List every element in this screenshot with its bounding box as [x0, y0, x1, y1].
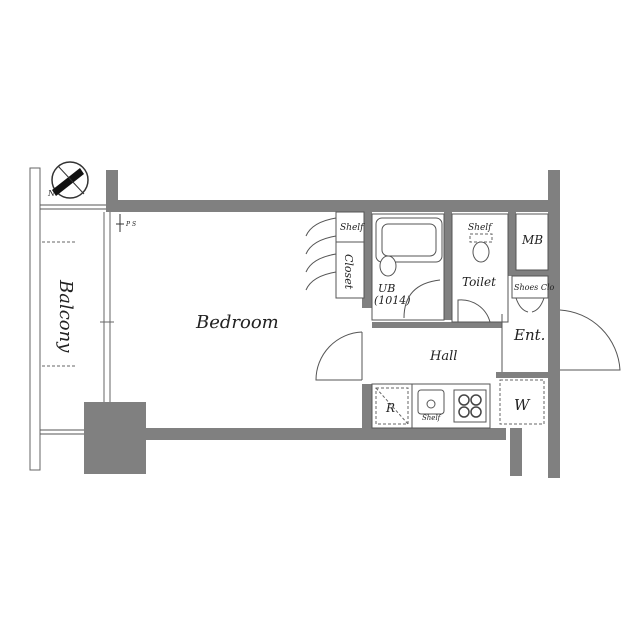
- shoes-closet-label: Shoes Clo: [514, 283, 555, 292]
- meter-box: MB: [515, 213, 549, 271]
- refrigerator-space: [375, 387, 409, 425]
- stove-icon: [453, 389, 487, 423]
- kitchen: R Shelf: [371, 383, 491, 429]
- unit-bath: UB (1014): [371, 213, 445, 321]
- entrance-label: Ent.: [513, 326, 545, 344]
- mb-label: MB: [521, 233, 543, 247]
- toilet-bowl-icon: [472, 241, 490, 263]
- bedroom-label: Bedroom: [195, 312, 279, 333]
- compass-needle-icon: [52, 168, 84, 196]
- compass-north-label: N: [47, 189, 56, 198]
- shelf-bedroom-label: Shelf: [340, 223, 365, 233]
- bedroom-door: [315, 331, 363, 381]
- hall-label: Hall: [429, 349, 457, 364]
- compass: N: [47, 161, 89, 199]
- shelf-kitchen-label: Shelf: [422, 414, 442, 422]
- balcony-window: [100, 212, 114, 402]
- ub-label: UB: [378, 282, 395, 295]
- toilet-room: Shelf Toilet: [451, 213, 509, 323]
- toilet-label: Toilet: [462, 275, 496, 289]
- closet: Shelf Closet: [305, 211, 365, 299]
- balcony-area: Balcony: [29, 167, 108, 471]
- entrance: Shoes Clo Ent.: [501, 275, 621, 372]
- washbasin-icon: [379, 255, 397, 277]
- balcony-label: Balcony: [55, 279, 76, 353]
- washer-label: W: [514, 396, 531, 414]
- washer-space: W: [499, 379, 545, 425]
- refrigerator-label: R: [385, 401, 395, 415]
- walls: [84, 170, 560, 478]
- shelf-toilet-label: Shelf: [468, 223, 493, 233]
- ub-size-label: (1014): [374, 294, 411, 307]
- closet-label: Closet: [342, 254, 355, 290]
- ps-label: P S: [125, 221, 136, 228]
- pipe-space: P S: [116, 214, 136, 232]
